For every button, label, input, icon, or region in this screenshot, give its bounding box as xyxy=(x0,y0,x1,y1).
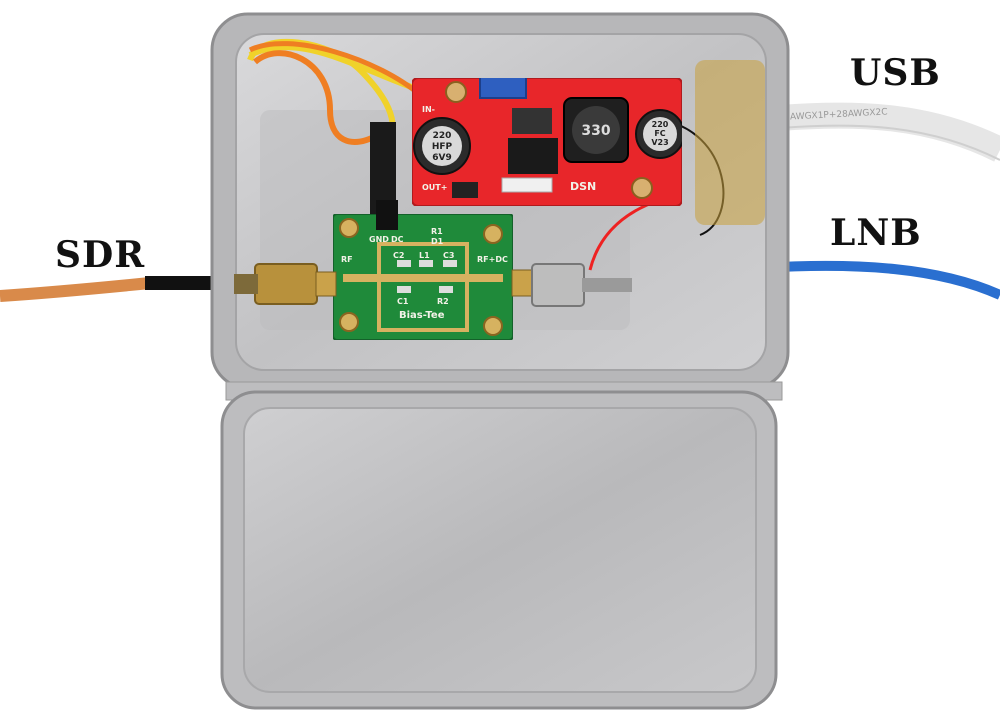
buck-brand: DSN xyxy=(570,180,596,193)
buck-converter-board: 220 HFP 6V9 330 220 FC V23 IN- OUT+ DSN xyxy=(411,67,685,207)
bias-tee-title: Bias-Tee xyxy=(399,310,445,321)
kapton-tape xyxy=(695,60,765,225)
bias-tee-graphic: C2 L1 C3 C1 R2 R1 D1 GND DC RF RF+DC Bia… xyxy=(332,213,514,341)
pin-dc: DC xyxy=(391,235,404,244)
part-c2: C2 xyxy=(393,251,404,260)
cap-left-voltage: 6V9 xyxy=(432,153,452,163)
cap-left-value: 220 xyxy=(433,131,452,141)
cap-right-voltage: V23 xyxy=(651,138,668,147)
usb-label: USB xyxy=(850,52,941,94)
part-d1: D1 xyxy=(431,237,444,246)
sdr-coax-cable xyxy=(0,277,151,302)
bias-tee-board: C2 L1 C3 C1 R2 R1 D1 GND DC RF RF+DC Bia… xyxy=(332,213,514,341)
pin-gnd: GND xyxy=(369,235,389,244)
buck-converter-graphic: 220 HFP 6V9 330 220 FC V23 IN- OUT+ DSN xyxy=(411,67,685,207)
out-plus-label: OUT+ xyxy=(422,183,447,192)
inductor-value: 330 xyxy=(581,123,610,139)
port-rf: RF xyxy=(341,255,353,264)
port-rf-dc: RF+DC xyxy=(477,255,508,264)
sma-left xyxy=(254,263,318,305)
in-minus-label: IN- xyxy=(422,105,435,114)
part-c1: C1 xyxy=(397,297,409,306)
sma-right xyxy=(511,269,535,297)
cap-left-series: HFP xyxy=(432,142,453,152)
part-l1: L1 xyxy=(419,251,430,260)
part-r2: R2 xyxy=(437,297,449,306)
cap-right-series: FC xyxy=(654,129,665,138)
part-r1: R1 xyxy=(431,227,443,236)
cap-right-value: 220 xyxy=(652,120,669,129)
sdr-label: SDR xyxy=(55,234,146,276)
dc-header-pins xyxy=(376,200,398,230)
lnb-label: LNB xyxy=(830,212,922,254)
usb-cable xyxy=(779,102,1000,162)
part-c3: C3 xyxy=(443,251,454,260)
lnb-cable xyxy=(759,260,1000,300)
